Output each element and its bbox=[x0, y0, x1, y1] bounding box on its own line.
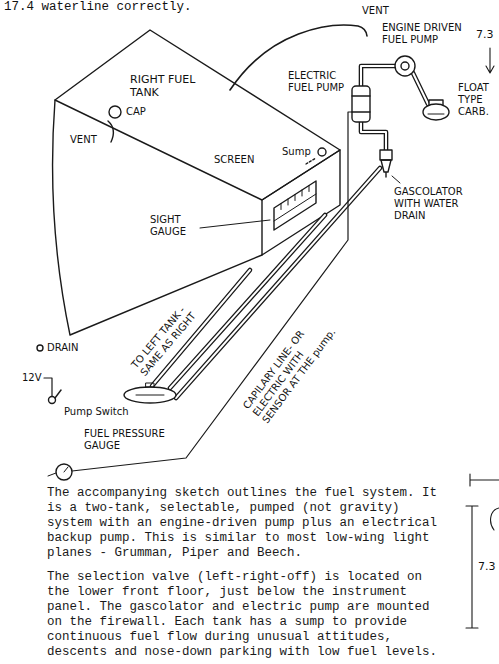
fuel-tube bbox=[361, 66, 395, 86]
dimension-line bbox=[486, 48, 494, 73]
tank-side bbox=[53, 100, 262, 335]
part-label: RIGHT FUEL TANK bbox=[130, 73, 210, 99]
part-label: Sump bbox=[282, 146, 311, 158]
capillary-line bbox=[72, 112, 352, 471]
fuel-tube bbox=[413, 73, 428, 104]
sight-gauge bbox=[274, 181, 316, 230]
body-paragraph: The accompanying sketch outlines the fue… bbox=[47, 486, 452, 561]
carburetor bbox=[423, 104, 449, 120]
gauge-needle bbox=[48, 467, 68, 476]
leader-line bbox=[392, 176, 400, 183]
engine-pump-hub bbox=[401, 62, 409, 70]
part-label: Pump Switch bbox=[64, 406, 129, 418]
switch-symbol bbox=[49, 397, 56, 404]
tank-top-face bbox=[55, 30, 340, 200]
electric-pump bbox=[352, 86, 370, 122]
selector-valve-detail bbox=[136, 383, 164, 395]
dimension-line bbox=[466, 506, 478, 628]
line-label: TO LEFT TANK - SAME AS RIGHT bbox=[129, 297, 203, 378]
part-label: CAP bbox=[126, 106, 146, 118]
tank-vent-tube bbox=[108, 121, 113, 142]
dimension-label: 7.3 bbox=[478, 560, 496, 573]
drawing-edge bbox=[470, 474, 499, 530]
filler-cap bbox=[109, 106, 121, 118]
fuel-tube bbox=[361, 122, 386, 150]
carburetor-float bbox=[428, 114, 444, 115]
switch-wire bbox=[44, 378, 52, 396]
gascolator-bowl bbox=[381, 160, 391, 177]
part-label: VENT bbox=[362, 5, 389, 17]
line-label: CAPILARY LINE- OR ELECTRIC WITH SENSOR A… bbox=[241, 308, 341, 426]
part-label: FLOAT TYPE CARB. bbox=[458, 82, 496, 118]
text-fragment: 17.4 waterline correctly. bbox=[4, 0, 192, 15]
screen-symbol bbox=[306, 158, 316, 164]
body-paragraph: The selection valve (left-right-off) is … bbox=[47, 570, 452, 660]
drain-symbol bbox=[37, 345, 43, 351]
part-label: ENGINE DRIVEN FUEL PUMP bbox=[382, 22, 474, 46]
part-label: VENT bbox=[70, 134, 97, 146]
part-label: SIGHT GAUGE bbox=[150, 214, 198, 238]
engine-pump bbox=[395, 56, 415, 76]
gascolator bbox=[380, 150, 392, 160]
fuel-tube bbox=[413, 73, 428, 104]
dimension-label: 7.3 bbox=[476, 28, 494, 41]
sight-gauge-ticks bbox=[274, 186, 316, 222]
electric-pump-band bbox=[352, 96, 370, 112]
part-label: FUEL PRESSURE GAUGE bbox=[84, 428, 176, 452]
fuel-tube bbox=[361, 122, 386, 150]
part-label: 12V bbox=[22, 372, 42, 384]
sump-symbol bbox=[318, 148, 326, 156]
leader-line bbox=[200, 220, 270, 228]
part-label: SCREEN bbox=[214, 154, 254, 166]
part-label: ELECTRIC FUEL PUMP bbox=[288, 70, 350, 94]
part-label: GASCOLATOR WITH WATER DRAIN bbox=[394, 186, 468, 222]
fuel-tube bbox=[361, 66, 395, 86]
switch-lever bbox=[55, 390, 61, 398]
part-label: DRAIN bbox=[47, 342, 79, 354]
